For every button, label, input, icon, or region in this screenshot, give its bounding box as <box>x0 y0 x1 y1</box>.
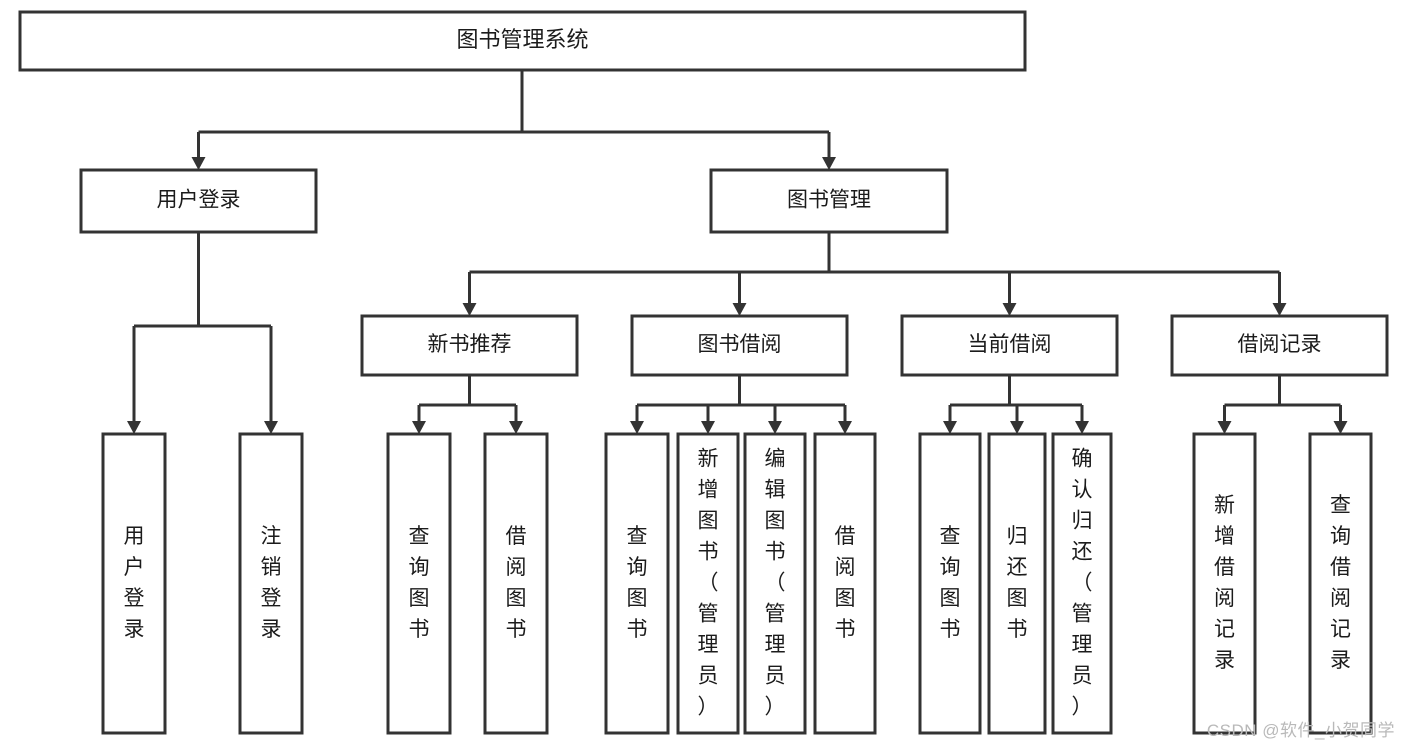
node-label-user-login: 用户登录 <box>157 189 241 212</box>
node-box-borrow-record <box>1170 314 1389 377</box>
node-leaf-add-book-admin[interactable]: 新增图书（管理员） <box>676 432 740 735</box>
node-box-leaf-query-borrow-record <box>1308 432 1373 735</box>
node-leaf-query-book-borrow[interactable]: 查询图书 <box>604 432 670 735</box>
connector-new-book-recommend-to-leaf-borrow-book-recommend-head <box>509 421 523 434</box>
connector-borrow-record-to-leaf-add-borrow-record-head <box>1217 421 1232 434</box>
node-label-leaf-confirm-return-admin: 确认归还（管理员） <box>1072 447 1093 718</box>
node-book-borrow[interactable]: 图书借阅 <box>630 314 849 377</box>
node-box-leaf-user-login <box>101 432 167 735</box>
connector-borrow-record-to-leaf-query-borrow-record-head <box>1333 421 1348 434</box>
connector-book-borrow-to-leaf-query-book-borrow-head <box>630 421 644 434</box>
node-box-root <box>18 10 1027 72</box>
node-box-leaf-add-borrow-record <box>1192 432 1257 735</box>
node-leaf-edit-book-admin[interactable]: 编辑图书（管理员） <box>743 432 807 735</box>
connector-new-book-recommend-to-leaf-query-book-recommend-head <box>412 421 426 434</box>
connector-book-borrow-to-leaf-edit-book-admin-head <box>768 421 782 434</box>
node-leaf-query-book-current[interactable]: 查询图书 <box>918 432 982 735</box>
node-label-leaf-query-book-recommend: 查询图书 <box>409 525 430 641</box>
node-label-leaf-user-login: 用户登录 <box>124 525 145 641</box>
node-layer: 图书管理系统用户登录图书管理新书推荐图书借阅当前借阅借阅记录用户登录注销登录查询… <box>18 10 1389 735</box>
node-box-new-book-recommend <box>360 314 579 377</box>
node-label-leaf-logout-login: 注销登录 <box>261 525 282 641</box>
connector-book-borrow-to-leaf-borrow-book-head <box>838 421 852 434</box>
node-leaf-return-book[interactable]: 归还图书 <box>987 432 1047 735</box>
node-user-login[interactable]: 用户登录 <box>79 168 318 234</box>
node-box-leaf-return-book <box>987 432 1047 735</box>
node-label-root: 图书管理系统 <box>456 27 588 52</box>
node-box-leaf-query-book-current <box>918 432 982 735</box>
node-book-management[interactable]: 图书管理 <box>709 168 949 234</box>
connector-root-to-book-management-head <box>822 157 836 170</box>
node-leaf-confirm-return-admin[interactable]: 确认归还（管理员） <box>1051 432 1113 735</box>
node-label-leaf-add-borrow-record: 新增借阅记录 <box>1214 494 1235 672</box>
node-label-leaf-borrow-book-recommend: 借阅图书 <box>506 525 527 641</box>
connector-book-borrow-to-leaf-add-book-admin-head <box>701 421 715 434</box>
node-box-leaf-query-book-borrow <box>604 432 670 735</box>
connector-ul-to-leaf-logout-login-head <box>264 421 278 434</box>
node-box-leaf-edit-book-admin <box>743 432 807 735</box>
node-box-leaf-confirm-return-admin <box>1051 432 1113 735</box>
connector-bm-to-book-borrow-head <box>732 303 747 316</box>
node-box-leaf-add-book-admin <box>676 432 740 735</box>
node-label-book-borrow: 图书借阅 <box>698 333 782 356</box>
connector-current-borrow-to-leaf-return-book-head <box>1010 421 1024 434</box>
node-box-current-borrow <box>900 314 1119 377</box>
connector-bm-to-borrow-record-head <box>1272 303 1287 316</box>
node-label-new-book-recommend: 新书推荐 <box>428 333 512 356</box>
node-label-borrow-record: 借阅记录 <box>1238 333 1322 356</box>
node-label-leaf-query-book-current: 查询图书 <box>940 525 961 641</box>
node-label-leaf-borrow-book: 借阅图书 <box>835 525 856 641</box>
connector-ul-to-leaf-user-login-head <box>127 421 141 434</box>
node-root[interactable]: 图书管理系统 <box>18 10 1027 72</box>
node-borrow-record[interactable]: 借阅记录 <box>1170 314 1389 377</box>
node-label-leaf-add-book-admin: 新增图书（管理员） <box>698 447 719 718</box>
node-box-book-borrow <box>630 314 849 377</box>
connector-current-borrow-to-leaf-confirm-return-admin-head <box>1075 421 1089 434</box>
node-leaf-logout-login[interactable]: 注销登录 <box>238 432 304 735</box>
node-new-book-recommend[interactable]: 新书推荐 <box>360 314 579 377</box>
node-leaf-user-login[interactable]: 用户登录 <box>101 432 167 735</box>
node-label-book-management: 图书管理 <box>787 189 871 212</box>
node-label-leaf-query-book-borrow: 查询图书 <box>627 525 648 641</box>
node-box-user-login <box>79 168 318 234</box>
node-box-leaf-borrow-book <box>813 432 877 735</box>
connector-root-to-user-login-head <box>191 157 206 170</box>
connector-bm-to-new-book-recommend-head <box>462 303 477 316</box>
node-leaf-borrow-book[interactable]: 借阅图书 <box>813 432 877 735</box>
node-box-leaf-borrow-book-recommend <box>483 432 549 735</box>
node-leaf-query-borrow-record[interactable]: 查询借阅记录 <box>1308 432 1373 735</box>
node-box-leaf-logout-login <box>238 432 304 735</box>
node-leaf-add-borrow-record[interactable]: 新增借阅记录 <box>1192 432 1257 735</box>
node-box-book-management <box>709 168 949 234</box>
node-label-leaf-return-book: 归还图书 <box>1007 525 1028 641</box>
node-current-borrow[interactable]: 当前借阅 <box>900 314 1119 377</box>
node-leaf-query-book-recommend[interactable]: 查询图书 <box>386 432 452 735</box>
node-label-leaf-edit-book-admin: 编辑图书（管理员） <box>765 447 786 718</box>
node-label-leaf-query-borrow-record: 查询借阅记录 <box>1330 494 1351 672</box>
node-label-current-borrow: 当前借阅 <box>968 333 1052 356</box>
connector-current-borrow-to-leaf-query-book-current-head <box>943 421 957 434</box>
connector-bm-to-current-borrow-head <box>1002 303 1017 316</box>
connector-layer <box>127 70 1348 434</box>
node-box-leaf-query-book-recommend <box>386 432 452 735</box>
node-leaf-borrow-book-recommend[interactable]: 借阅图书 <box>483 432 549 735</box>
